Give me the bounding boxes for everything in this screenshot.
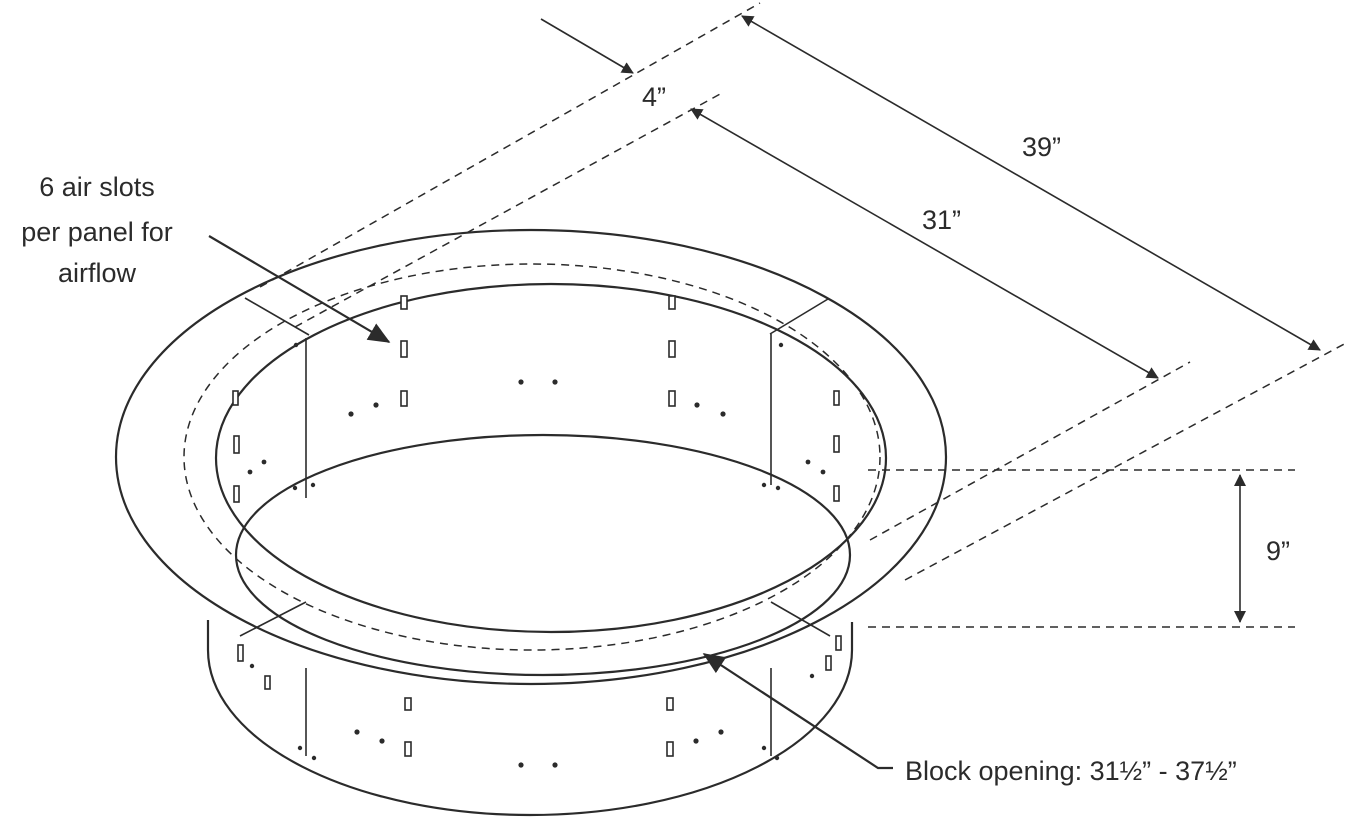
dim-arrow-inner xyxy=(690,108,1159,379)
air-slots-label-line1: 6 air slots xyxy=(39,172,155,202)
flange-width-label: 4” xyxy=(642,82,666,112)
air-slots-label-line3: airflow xyxy=(58,258,137,288)
flange-ring xyxy=(114,228,948,686)
inner-wall-air-slots xyxy=(232,295,840,503)
block-opening-callout-arrow xyxy=(702,653,893,770)
air-slots-callout-arrow xyxy=(208,235,391,343)
inner-wall xyxy=(234,334,852,677)
dim-arrow-flange xyxy=(540,18,634,74)
inner-diameter-label: 31” xyxy=(922,205,961,235)
cylinder-wall xyxy=(206,620,854,817)
air-slots-label-line2: per panel for xyxy=(21,217,173,247)
block-opening-label: Block opening: 31½” - 37½” xyxy=(905,756,1237,786)
lower-wall-air-slots xyxy=(237,635,842,768)
extension-lines xyxy=(259,2,1349,628)
outer-diameter-label: 39” xyxy=(1022,132,1061,162)
height-label: 9” xyxy=(1266,536,1290,566)
